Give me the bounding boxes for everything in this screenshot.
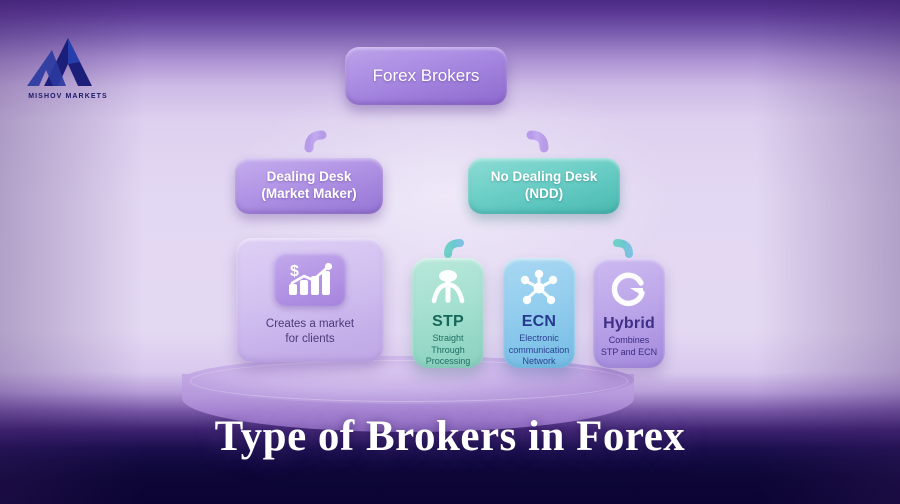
brand-wordmark: MISHOV MARKETS — [28, 93, 108, 100]
brand-logo: MISHOV MARKETS — [22, 34, 114, 100]
node-forex-brokers-label: Forex Brokers — [372, 66, 480, 86]
node-dealing-desk[interactable]: Dealing Desk (Market Maker) — [235, 158, 383, 214]
svg-text:$: $ — [290, 263, 299, 280]
card-hybrid[interactable]: Hybrid Combines STP and ECN — [593, 258, 665, 368]
card-stp-subtitle: Straight Through Processing — [423, 333, 474, 368]
card-ecn-sub-line3: Network — [522, 356, 556, 367]
network-hub-icon — [518, 267, 560, 309]
card-stp-sub-line1: Straight — [432, 333, 464, 344]
split-routing-icon — [427, 267, 469, 309]
node-dealing-desk-label-line2: (Market Maker) — [261, 186, 357, 201]
card-stp-title: STP — [432, 313, 464, 331]
card-hybrid-subtitle: Combines STP and ECN — [598, 335, 660, 358]
pedestal-platform — [152, 356, 664, 450]
card-creates-market-line2: for clients — [285, 332, 335, 345]
card-ecn-sub-line2: communication — [508, 344, 570, 355]
refresh-cycle-icon — [608, 267, 650, 311]
card-ecn-subtitle: Electronic communication Network — [506, 333, 573, 368]
card-creates-market[interactable]: $ Creates a market for clients — [236, 238, 384, 362]
card-ecn[interactable]: ECN Electronic communication Network — [503, 258, 575, 368]
card-creates-market-line1: Creates a market — [265, 318, 355, 330]
card-hybrid-title: Hybrid — [603, 315, 655, 332]
mountain-m-logo-icon — [27, 38, 92, 86]
card-ecn-title: ECN — [521, 313, 557, 331]
node-dealing-desk-label-line1: Dealing Desk — [266, 169, 352, 185]
card-stp-sub-line3: Processing — [425, 356, 471, 367]
node-forex-brokers[interactable]: Forex Brokers — [345, 47, 507, 105]
node-no-dealing-desk-label-line2: (NDD) — [524, 186, 564, 201]
card-stp[interactable]: STP Straight Through Processing — [412, 258, 484, 368]
node-no-dealing-desk[interactable]: No Dealing Desk (NDD) — [468, 158, 620, 214]
page-title: Type of Brokers in Forex — [214, 413, 686, 460]
card-hybrid-sub-line1: Combines — [608, 335, 650, 345]
card-stp-sub-line2: Through — [431, 344, 465, 355]
card-ecn-sub-line1: Electronic — [519, 333, 559, 344]
card-creates-market-caption: Creates a market for clients — [266, 317, 354, 347]
pedestal-rim — [190, 360, 628, 402]
dollar-bar-chart-growth-icon: $ — [274, 252, 346, 306]
card-hybrid-sub-line2: STP and ECN — [600, 346, 658, 357]
node-no-dealing-desk-label-line1: No Dealing Desk — [490, 169, 598, 185]
